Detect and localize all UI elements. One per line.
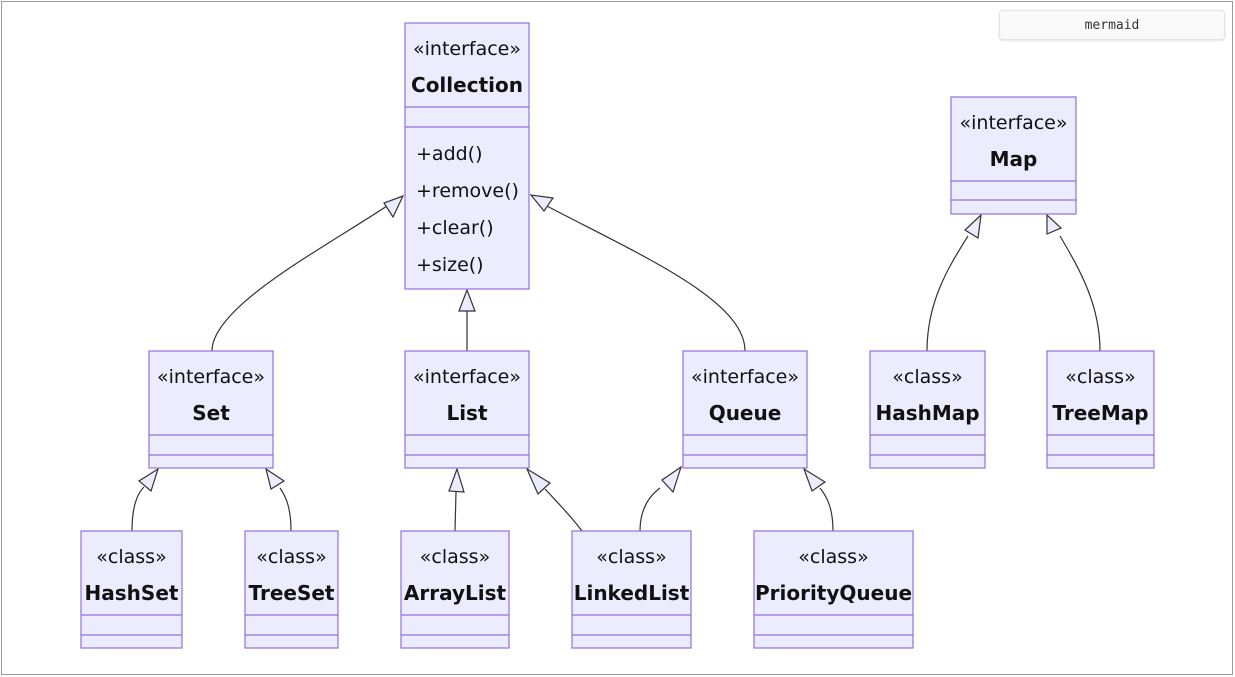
inheritance-edge-treemap-map — [1046, 213, 1101, 352]
inheritance-edge-hashset-set — [131, 467, 160, 532]
edge-line — [544, 488, 583, 532]
edge-line — [544, 204, 746, 352]
class-name: HashSet — [85, 581, 179, 605]
class-stereotype: «class» — [1065, 366, 1135, 388]
class-stereotype: «class» — [798, 546, 868, 568]
class-stereotype: «class» — [96, 546, 166, 568]
inheritance-edge-priorityqueue-queue — [802, 467, 834, 532]
class-method: +remove() — [416, 180, 519, 202]
inheritance-arrow-icon — [383, 194, 405, 219]
edge-line — [926, 235, 969, 352]
class-box-treeset[interactable]: «class» TreeSet — [244, 530, 339, 649]
inheritance-arrow-icon — [802, 467, 827, 492]
class-name: Queue — [709, 401, 782, 425]
class-stereotype: «class» — [420, 546, 490, 568]
class-box-frame — [753, 530, 914, 649]
class-box-map[interactable]: «interface» Map — [950, 96, 1077, 215]
edge-line — [639, 487, 661, 532]
inheritance-arrow-icon — [529, 194, 555, 212]
class-box-list[interactable]: «interface» List — [404, 350, 530, 469]
class-method: +clear() — [416, 217, 494, 239]
class-name: Set — [192, 401, 230, 425]
class-box-treemap[interactable]: «class» TreeMap — [1046, 350, 1155, 469]
edge-line — [1059, 235, 1101, 352]
class-box-frame — [1046, 350, 1155, 469]
edge-line — [454, 491, 457, 532]
inheritance-arrow-icon — [448, 467, 465, 493]
inheritance-edge-queue-collection — [529, 194, 746, 352]
inheritance-arrow-icon — [661, 465, 683, 494]
class-box-collection[interactable]: «interface» Collection +add() +remove() +cle… — [404, 22, 530, 290]
class-name: PriorityQueue — [755, 581, 912, 605]
class-name: LinkedList — [574, 581, 690, 605]
class-box-frame — [869, 350, 986, 469]
class-box-frame — [400, 530, 510, 649]
class-stereotype: «class» — [256, 546, 326, 568]
class-box-hashset[interactable]: «class» HashSet — [80, 530, 183, 649]
inheritance-arrow-icon — [525, 467, 551, 496]
class-box-linkedlist[interactable]: «class» LinkedList — [571, 530, 692, 649]
class-box-frame — [571, 530, 692, 649]
class-box-frame — [682, 350, 808, 469]
class-stereotype: «interface» — [691, 366, 799, 388]
class-box-frame — [404, 22, 530, 290]
class-stereotype: «interface» — [157, 366, 265, 388]
class-stereotype: «class» — [596, 546, 666, 568]
class-box-frame — [404, 350, 530, 469]
class-stereotype: «interface» — [413, 38, 521, 60]
class-name: Collection — [411, 73, 523, 97]
inheritance-edge-arraylist-list — [448, 467, 465, 532]
class-name: List — [446, 401, 488, 425]
edge-line — [211, 199, 397, 352]
class-name: Map — [990, 147, 1038, 171]
edge-line — [819, 487, 834, 532]
class-stereotype: «class» — [892, 366, 962, 388]
class-stereotype: «interface» — [413, 366, 521, 388]
class-box-hashmap[interactable]: «class» HashMap — [869, 350, 986, 469]
class-method: +add() — [416, 143, 483, 165]
inheritance-edge-list-collection — [458, 288, 476, 351]
inheritance-edge-set-collection — [211, 194, 405, 352]
class-method: +size() — [416, 254, 484, 276]
class-name: TreeSet — [249, 581, 335, 605]
class-box-arraylist[interactable]: «class» ArrayList — [400, 530, 510, 649]
class-stereotype: «interface» — [960, 112, 1068, 134]
class-box-frame — [148, 350, 274, 469]
inheritance-arrow-icon — [964, 213, 982, 239]
inheritance-edge-linkedlist-list — [525, 467, 583, 532]
class-name: ArrayList — [404, 581, 507, 605]
class-box-priorityqueue[interactable]: «class» PriorityQueue — [753, 530, 914, 649]
class-box-frame — [244, 530, 339, 649]
class-name: TreeMap — [1052, 401, 1148, 425]
inheritance-arrow-icon — [1046, 213, 1063, 235]
inheritance-edge-linkedlist-queue — [639, 465, 683, 532]
inheritance-edge-hashmap-map — [926, 213, 982, 352]
class-box-frame — [80, 530, 183, 649]
inheritance-arrow-icon — [458, 288, 476, 312]
class-box-queue[interactable]: «interface» Queue — [682, 350, 808, 469]
inheritance-edge-treeset-set — [265, 467, 292, 532]
mermaid-badge: mermaid — [999, 10, 1225, 40]
class-box-set[interactable]: «interface» Set — [148, 350, 274, 469]
inheritance-arrow-icon — [265, 467, 286, 490]
edge-line — [279, 487, 292, 532]
class-name: HashMap — [875, 401, 979, 425]
inheritance-arrow-icon — [137, 467, 160, 493]
class-box-frame — [950, 96, 1077, 215]
edge-line — [131, 486, 145, 532]
